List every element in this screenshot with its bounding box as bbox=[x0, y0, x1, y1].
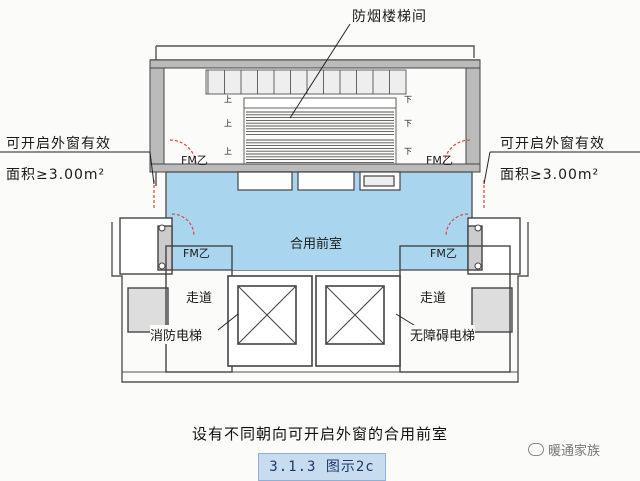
window-right-line2: 面积≥3.00m² bbox=[500, 167, 600, 183]
accessible-elevator-label: 无障碍电梯 bbox=[410, 325, 476, 344]
door-label-corridor-right: FM乙 bbox=[430, 247, 457, 260]
corridor-right-label: 走道 bbox=[420, 291, 447, 306]
figure-number: 3.1.3 图示2c bbox=[258, 453, 386, 481]
up-mark-2: 上 bbox=[224, 119, 232, 128]
fire-elevator-label: 消防电梯 bbox=[150, 325, 203, 344]
down-mark-3: 下 bbox=[404, 147, 412, 156]
stair-label: 防烟楼梯间 bbox=[352, 9, 427, 25]
door-label-stair-right: FM乙 bbox=[426, 154, 453, 167]
down-mark-2: 下 bbox=[404, 119, 412, 128]
figure-caption: 设有不同朝向可开启外窗的合用前室 bbox=[191, 425, 448, 443]
door-swings bbox=[153, 139, 485, 237]
stair-treads bbox=[205, 69, 407, 164]
window-left-line2: 面积≥3.00m² bbox=[6, 167, 106, 183]
window-right-line1: 可开启外窗有效 bbox=[500, 136, 605, 152]
pipes bbox=[158, 224, 482, 270]
up-mark-1: 上 bbox=[224, 95, 232, 104]
corridor-left-label: 走道 bbox=[186, 291, 213, 306]
door-label-stair-left: FM乙 bbox=[181, 154, 208, 167]
window-left-line1: 可开启外窗有效 bbox=[6, 136, 111, 152]
lobby-label: 合用前室 bbox=[290, 237, 343, 252]
up-mark-3: 上 bbox=[224, 147, 232, 156]
leader-lines bbox=[0, 23, 640, 331]
lobby-lower bbox=[232, 230, 400, 270]
shafts bbox=[237, 171, 401, 191]
chat-icon bbox=[528, 443, 544, 456]
down-mark-1: 下 bbox=[404, 95, 412, 104]
door-label-corridor-left: FM乙 bbox=[183, 247, 210, 260]
watermark-text: 暖通家族 bbox=[548, 444, 601, 459]
watermark: 暖通家族 bbox=[528, 440, 600, 459]
elevator-shafts bbox=[227, 275, 401, 367]
